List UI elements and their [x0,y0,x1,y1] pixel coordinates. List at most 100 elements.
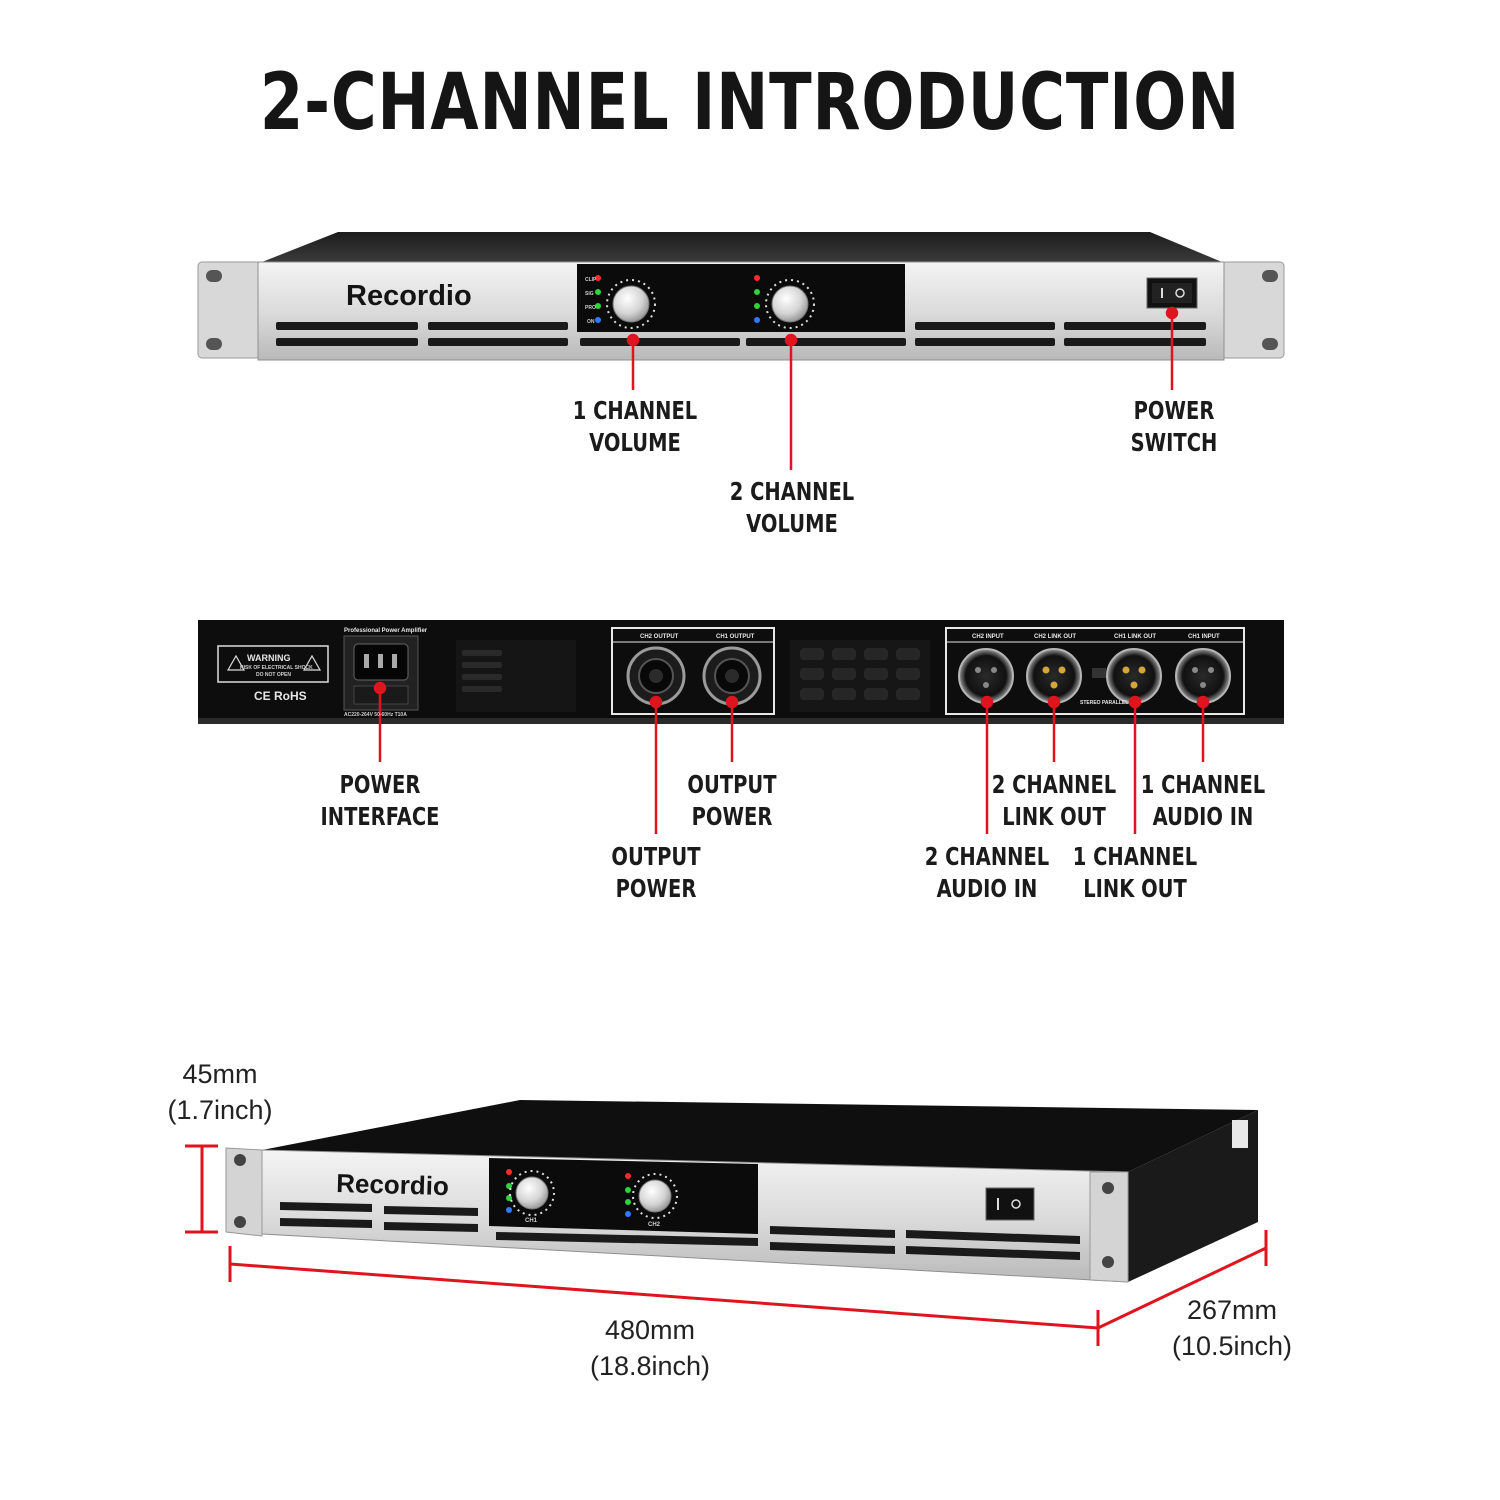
label-line: 1 CHANNEL [572,396,698,425]
ac-rating: AC220-264V 50-60Hz T10A [344,712,407,718]
ch2-volume-knob[interactable] [765,279,815,329]
ch2-link-tag: CH2 LINK OUT [1034,634,1076,640]
label-1-channel-volume: 1 CHANNEL VOLUME [557,395,713,459]
rack-ear-right [1221,261,1285,359]
label-1-channel-link-out: 1 CHANNEL LINK OUT [1057,841,1213,905]
ch1-speakon-output[interactable] [702,646,762,706]
ch1-input-tag: CH1 INPUT [1188,634,1220,640]
ch2-output-tag: CH2 OUTPUT [640,634,679,640]
dim-rack-ear-right [1089,1171,1129,1283]
dimension-lines [185,1144,1268,1346]
label-power-switch: POWER SWITCH [1096,395,1252,459]
warning-label [217,645,329,683]
dim-side-panel [1128,1110,1258,1282]
amp-name: Professional Power Amplifier [344,628,428,634]
label-line: 2 CHANNEL [924,842,1050,871]
label-line: SWITCH [1130,428,1218,457]
height-dimension: 45mm (1.7inch) [130,1056,310,1128]
cert-marks: CE RoHS [254,689,307,703]
rear-vent-left [456,640,576,712]
led-label-on: ON [587,319,595,325]
dimension-value: 45mm [182,1059,258,1089]
dim-vents [280,1202,1080,1260]
mode-tag: STEREO PARALLEL [1080,700,1128,706]
ch2-xlr-input[interactable] [958,648,1014,704]
clip-led [754,275,760,281]
clip-led [595,275,601,281]
rear-callouts [373,681,1210,834]
dimension-value: 267mm [1186,1295,1278,1325]
label-line: 2 CHANNEL [729,477,855,506]
dim-top-lid [262,1100,1258,1172]
warning-subtext: RISK OF ELECTRICAL SHOCK [240,665,313,671]
signal-led [595,289,601,295]
ch1-xlr-link-out[interactable] [1106,648,1162,704]
rack-ear-left [197,261,261,359]
led-label-sig: SIG [585,291,594,297]
mode-switch[interactable] [1092,668,1106,678]
dimension-value: 480mm [604,1315,696,1345]
knob-label-ch1: CH1 [525,1218,538,1224]
label-line: AUDIO IN [936,874,1038,903]
dimension-value-imperial: (10.5inch) [1171,1331,1293,1361]
power-led [595,317,601,323]
label-line: POWER [1133,396,1215,425]
label-2-channel-link-out: 2 CHANNEL LINK OUT [976,769,1132,833]
led-label-pro: PRO [585,305,596,311]
label-line: VOLUME [746,509,838,538]
label-line: VOLUME [589,428,681,457]
ch2-xlr-link-out[interactable] [1026,648,1082,704]
label-line: POWER [615,874,697,903]
protect-led [754,303,760,309]
label-line: INTERFACE [320,802,440,831]
power-switch[interactable] [1146,277,1198,309]
knob-label-ch2: CH2 [648,1222,661,1228]
dim-brand-logo: Recordio [336,1168,449,1201]
width-dimension: 480mm (18.8inch) [560,1312,740,1384]
signal-led [754,289,760,295]
ch1-link-tag: CH1 LINK OUT [1114,634,1156,640]
front-brand-logo: Recordio [346,280,472,312]
dimension-value-imperial: (18.8inch) [589,1351,711,1381]
label-1-channel-audio-in: 1 CHANNEL AUDIO IN [1125,769,1281,833]
front-callouts [626,306,1179,470]
ch2-led-meter [754,275,760,323]
ch1-volume-knob[interactable] [606,279,656,329]
ch2-input-tag: CH2 INPUT [972,634,1004,640]
front-top-lid [262,232,1222,262]
label-line: POWER [691,802,773,831]
xlr-io-panel [945,627,1245,715]
label-line: OUTPUT [611,842,701,871]
label-line: LINK OUT [1083,874,1187,903]
led-label-clip: CLIP [585,277,597,283]
ch1-led-meter [595,275,601,323]
warning-text: WARNING [247,653,291,663]
dim-ch1-knob [509,1170,555,1216]
dim-power-switch [985,1187,1035,1221]
ch2-speakon-output[interactable] [626,646,686,706]
label-power-interface: POWER INTERFACE [302,769,458,833]
label-line: LINK OUT [1002,802,1106,831]
label-line: AUDIO IN [1152,802,1254,831]
power-led [754,317,760,323]
label-output-power-lower: OUTPUT POWER [578,841,734,905]
label-line: 2 CHANNEL [991,770,1117,799]
warning-subtext-2: DO NOT OPEN [256,672,291,678]
front-view [197,232,1285,470]
ch1-xlr-input[interactable] [1175,648,1231,704]
depth-dimension: 267mm (10.5inch) [1142,1292,1322,1364]
label-line: POWER [339,770,421,799]
dim-control-panel [489,1158,758,1234]
label-2-channel-volume: 2 CHANNEL VOLUME [714,476,870,540]
label-line: OUTPUT [687,770,777,799]
speaker-output-panel [611,627,775,715]
rear-vent-middle [790,640,930,712]
label-line: 1 CHANNEL [1072,842,1198,871]
label-line: 1 CHANNEL [1140,770,1266,799]
ch1-output-tag: CH1 OUTPUT [716,634,755,640]
dim-ch2-knob [632,1173,678,1219]
label-output-power-upper: OUTPUT POWER [654,769,810,833]
label-2-channel-audio-in: 2 CHANNEL AUDIO IN [909,841,1065,905]
protect-led [595,303,601,309]
